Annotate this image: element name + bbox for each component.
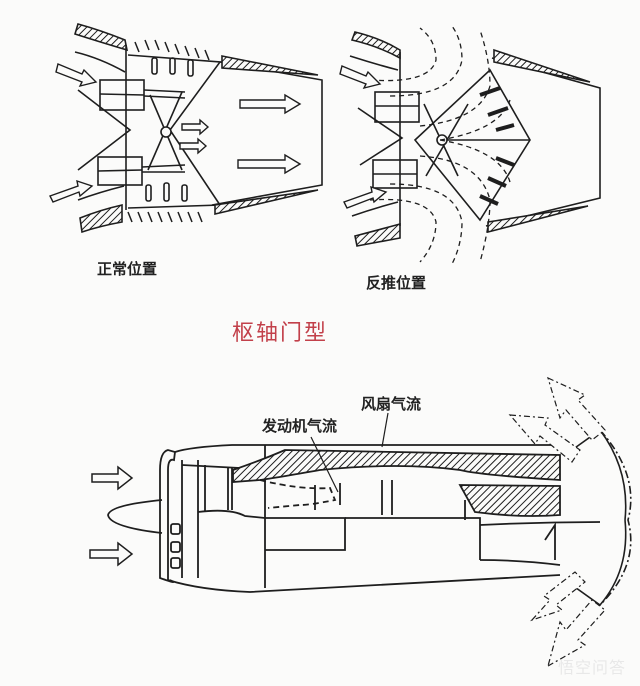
- reverse-airflow-lines: [369, 25, 511, 265]
- reverse-position-drawing: [349, 31, 601, 247]
- engine-intake-arrows: [89, 465, 134, 567]
- engine-cross-section: [107, 444, 601, 593]
- engine-airflow-label: 发动机气流: [262, 417, 338, 435]
- reverse-position-caption: 反推位置: [366, 274, 427, 292]
- airflow-arrows-reverse: [339, 65, 388, 209]
- watermark: 悟空问答: [557, 658, 626, 677]
- fan-airflow-label: 风扇气流: [361, 395, 422, 413]
- engine-reverse-flow-arrows: [508, 376, 606, 668]
- normal-position-caption: 正常位置: [97, 260, 158, 278]
- diagram-title: 枢轴门型: [232, 321, 329, 346]
- callout-leaders: [310, 412, 389, 493]
- airflow-arrows-normal: [49, 63, 302, 203]
- normal-position-drawing: [74, 23, 323, 234]
